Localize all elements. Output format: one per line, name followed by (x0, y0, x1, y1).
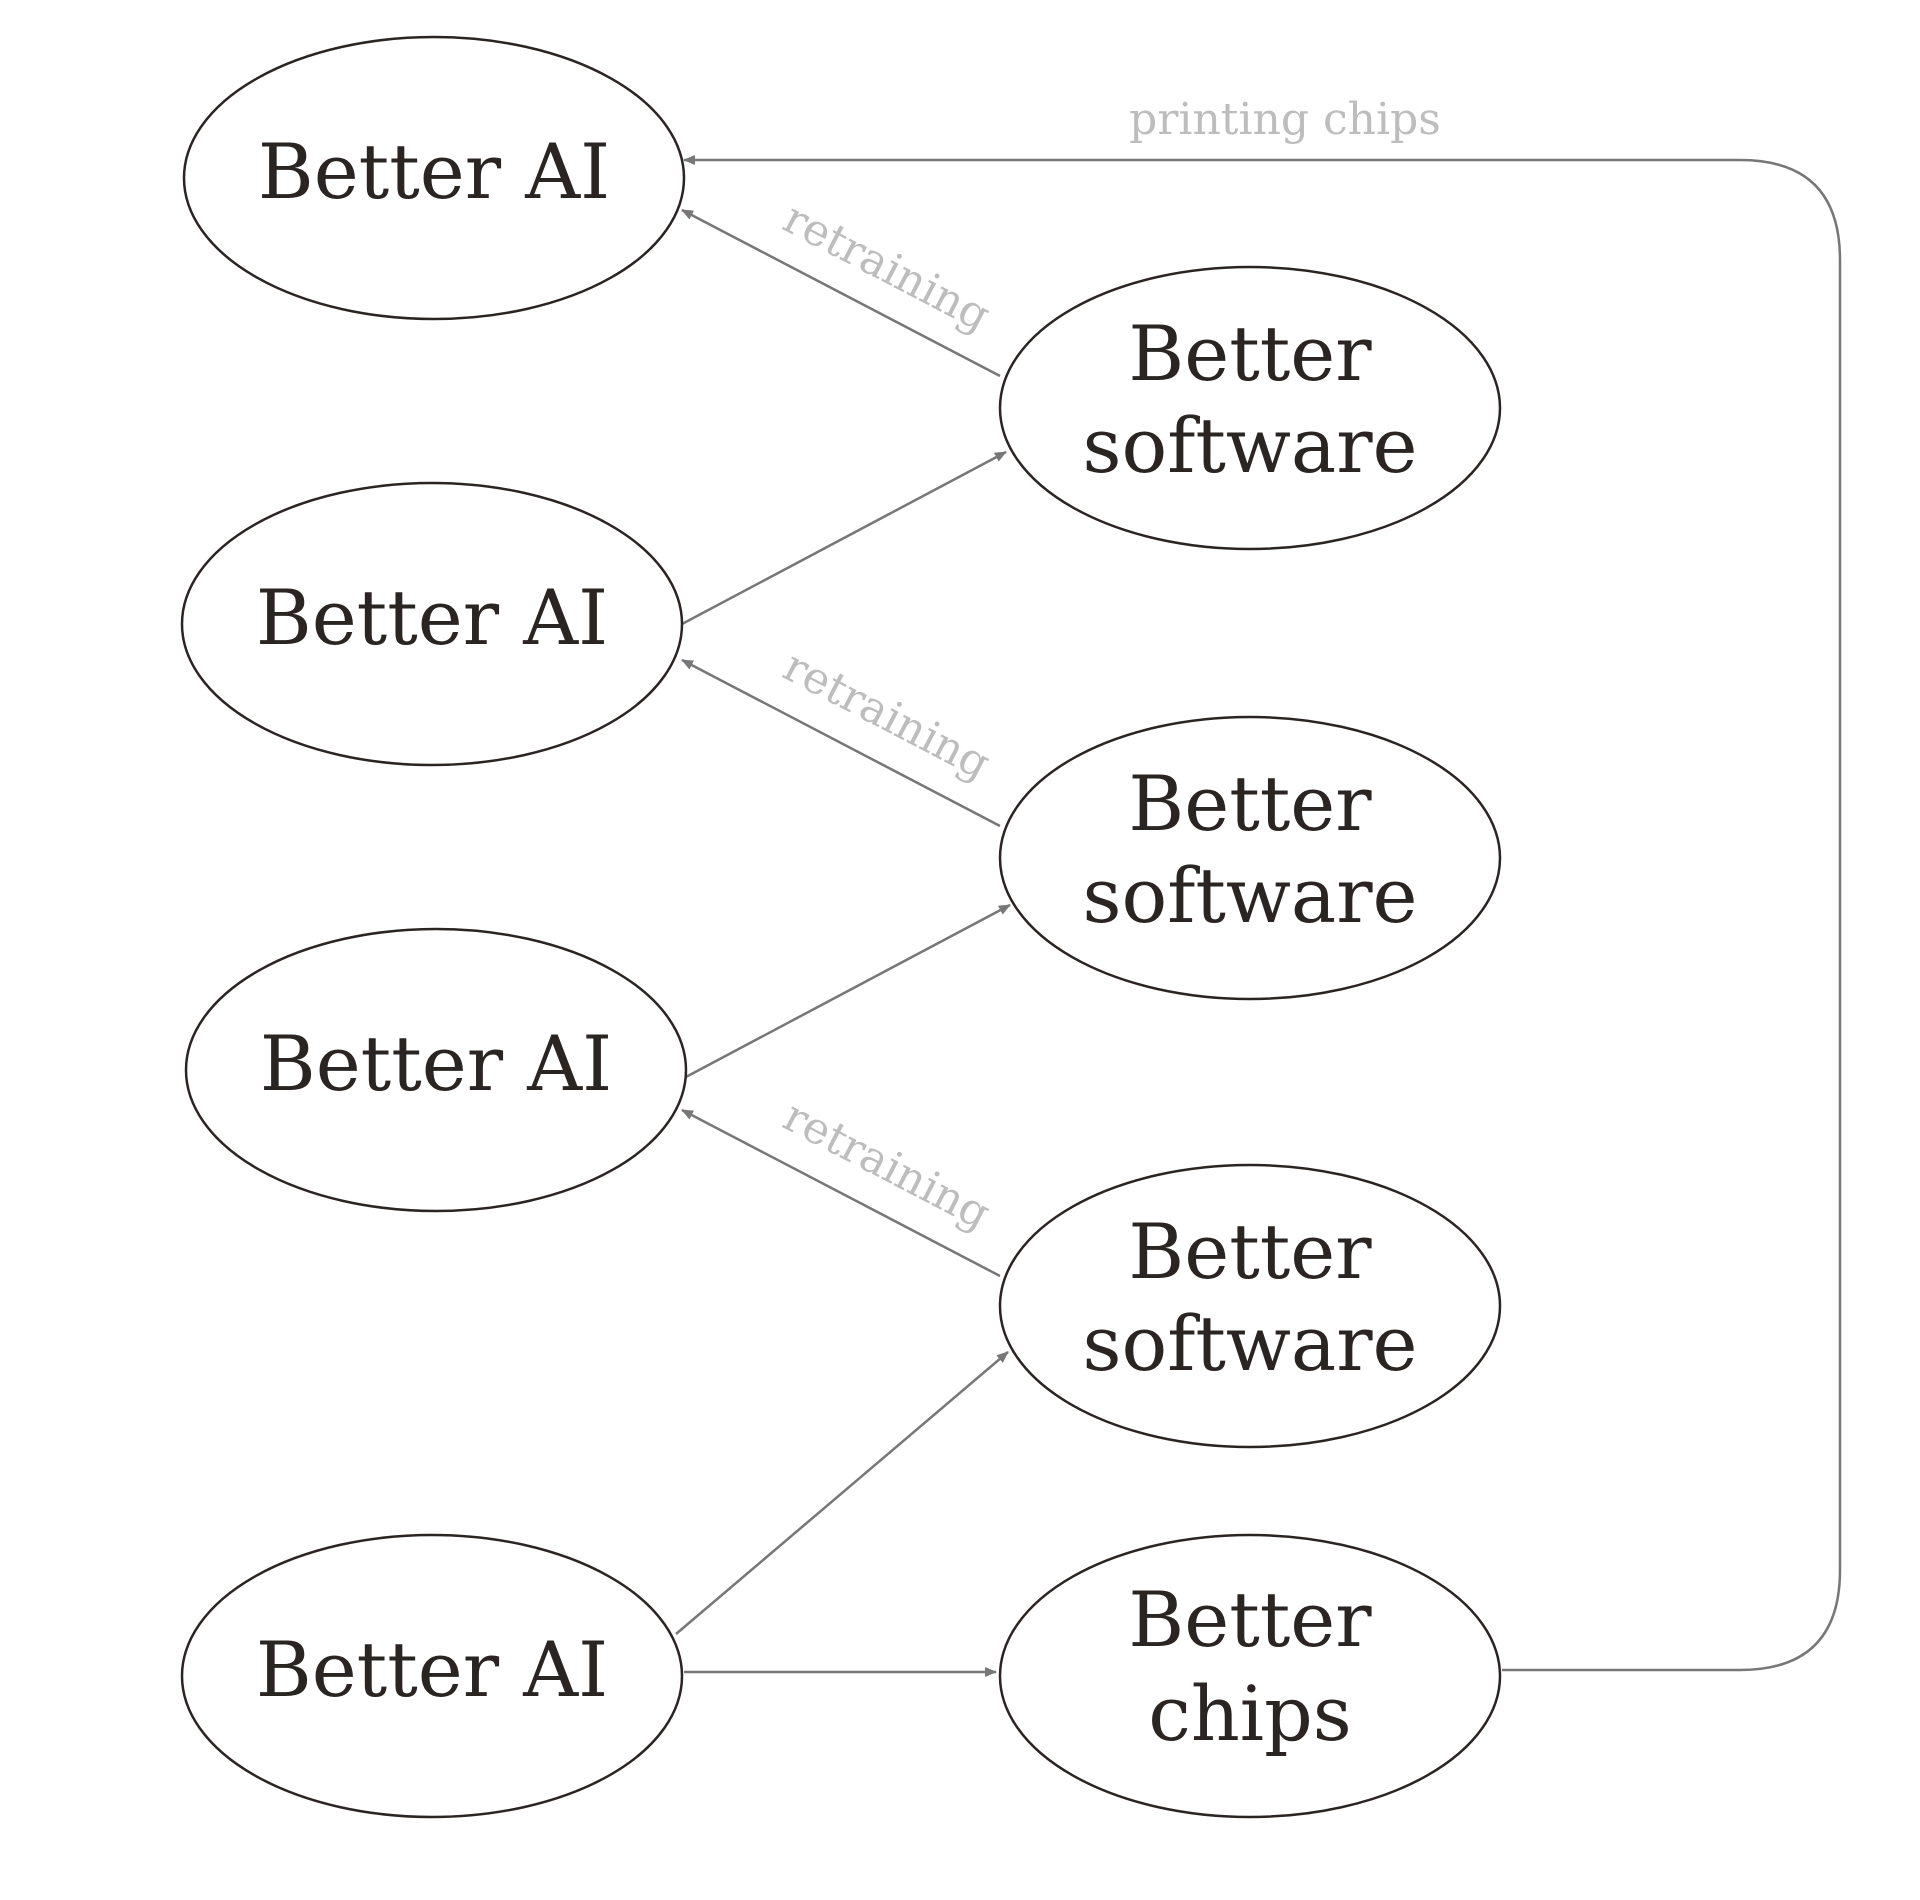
node-label-line-2: software (1082, 851, 1417, 940)
node-better-ai-3: Better AI (184, 927, 688, 1213)
node-label: Better AI (260, 1019, 612, 1108)
edge-retraining-2 (681, 658, 1001, 828)
node-better-ai-2: Better AI (180, 481, 684, 767)
node-label-line-1: Better (1128, 759, 1372, 848)
node-label-line-2: software (1082, 401, 1417, 490)
node-label-line-1: Better (1128, 309, 1372, 398)
node-better-software-3: Better software (998, 1163, 1502, 1449)
edge-label-printing-chips: printing chips (1129, 94, 1441, 145)
node-label: Better AI (256, 1625, 608, 1714)
node-better-ai-4: Better AI (180, 1533, 684, 1819)
edge-retraining-1 (681, 208, 1001, 378)
node-label-line-2: software (1082, 1299, 1417, 1388)
node-better-chips: Better chips (998, 1533, 1502, 1819)
edge-ai3-to-sw2 (683, 903, 1011, 1080)
nodes: Better AI Better software Better AI Bett… (180, 35, 1502, 1819)
edge-printing-chips (683, 155, 1842, 1672)
node-label-line-1: Better (1128, 1207, 1372, 1296)
edge-label-retraining-1: retraining (775, 193, 998, 342)
edge-ai2-to-sw1 (681, 450, 1007, 626)
node-better-software-2: Better software (998, 715, 1502, 1001)
node-better-software-1: Better software (998, 265, 1502, 551)
node-label-line-2: chips (1148, 1669, 1351, 1758)
node-label: Better AI (256, 573, 608, 662)
node-label-line-1: Better (1128, 1575, 1372, 1664)
node-better-ai-1: Better AI (182, 35, 686, 321)
edge-retraining-3 (681, 1108, 1001, 1278)
edge-ai4-to-sw3 (675, 1351, 1009, 1635)
node-label: Better AI (258, 127, 610, 216)
